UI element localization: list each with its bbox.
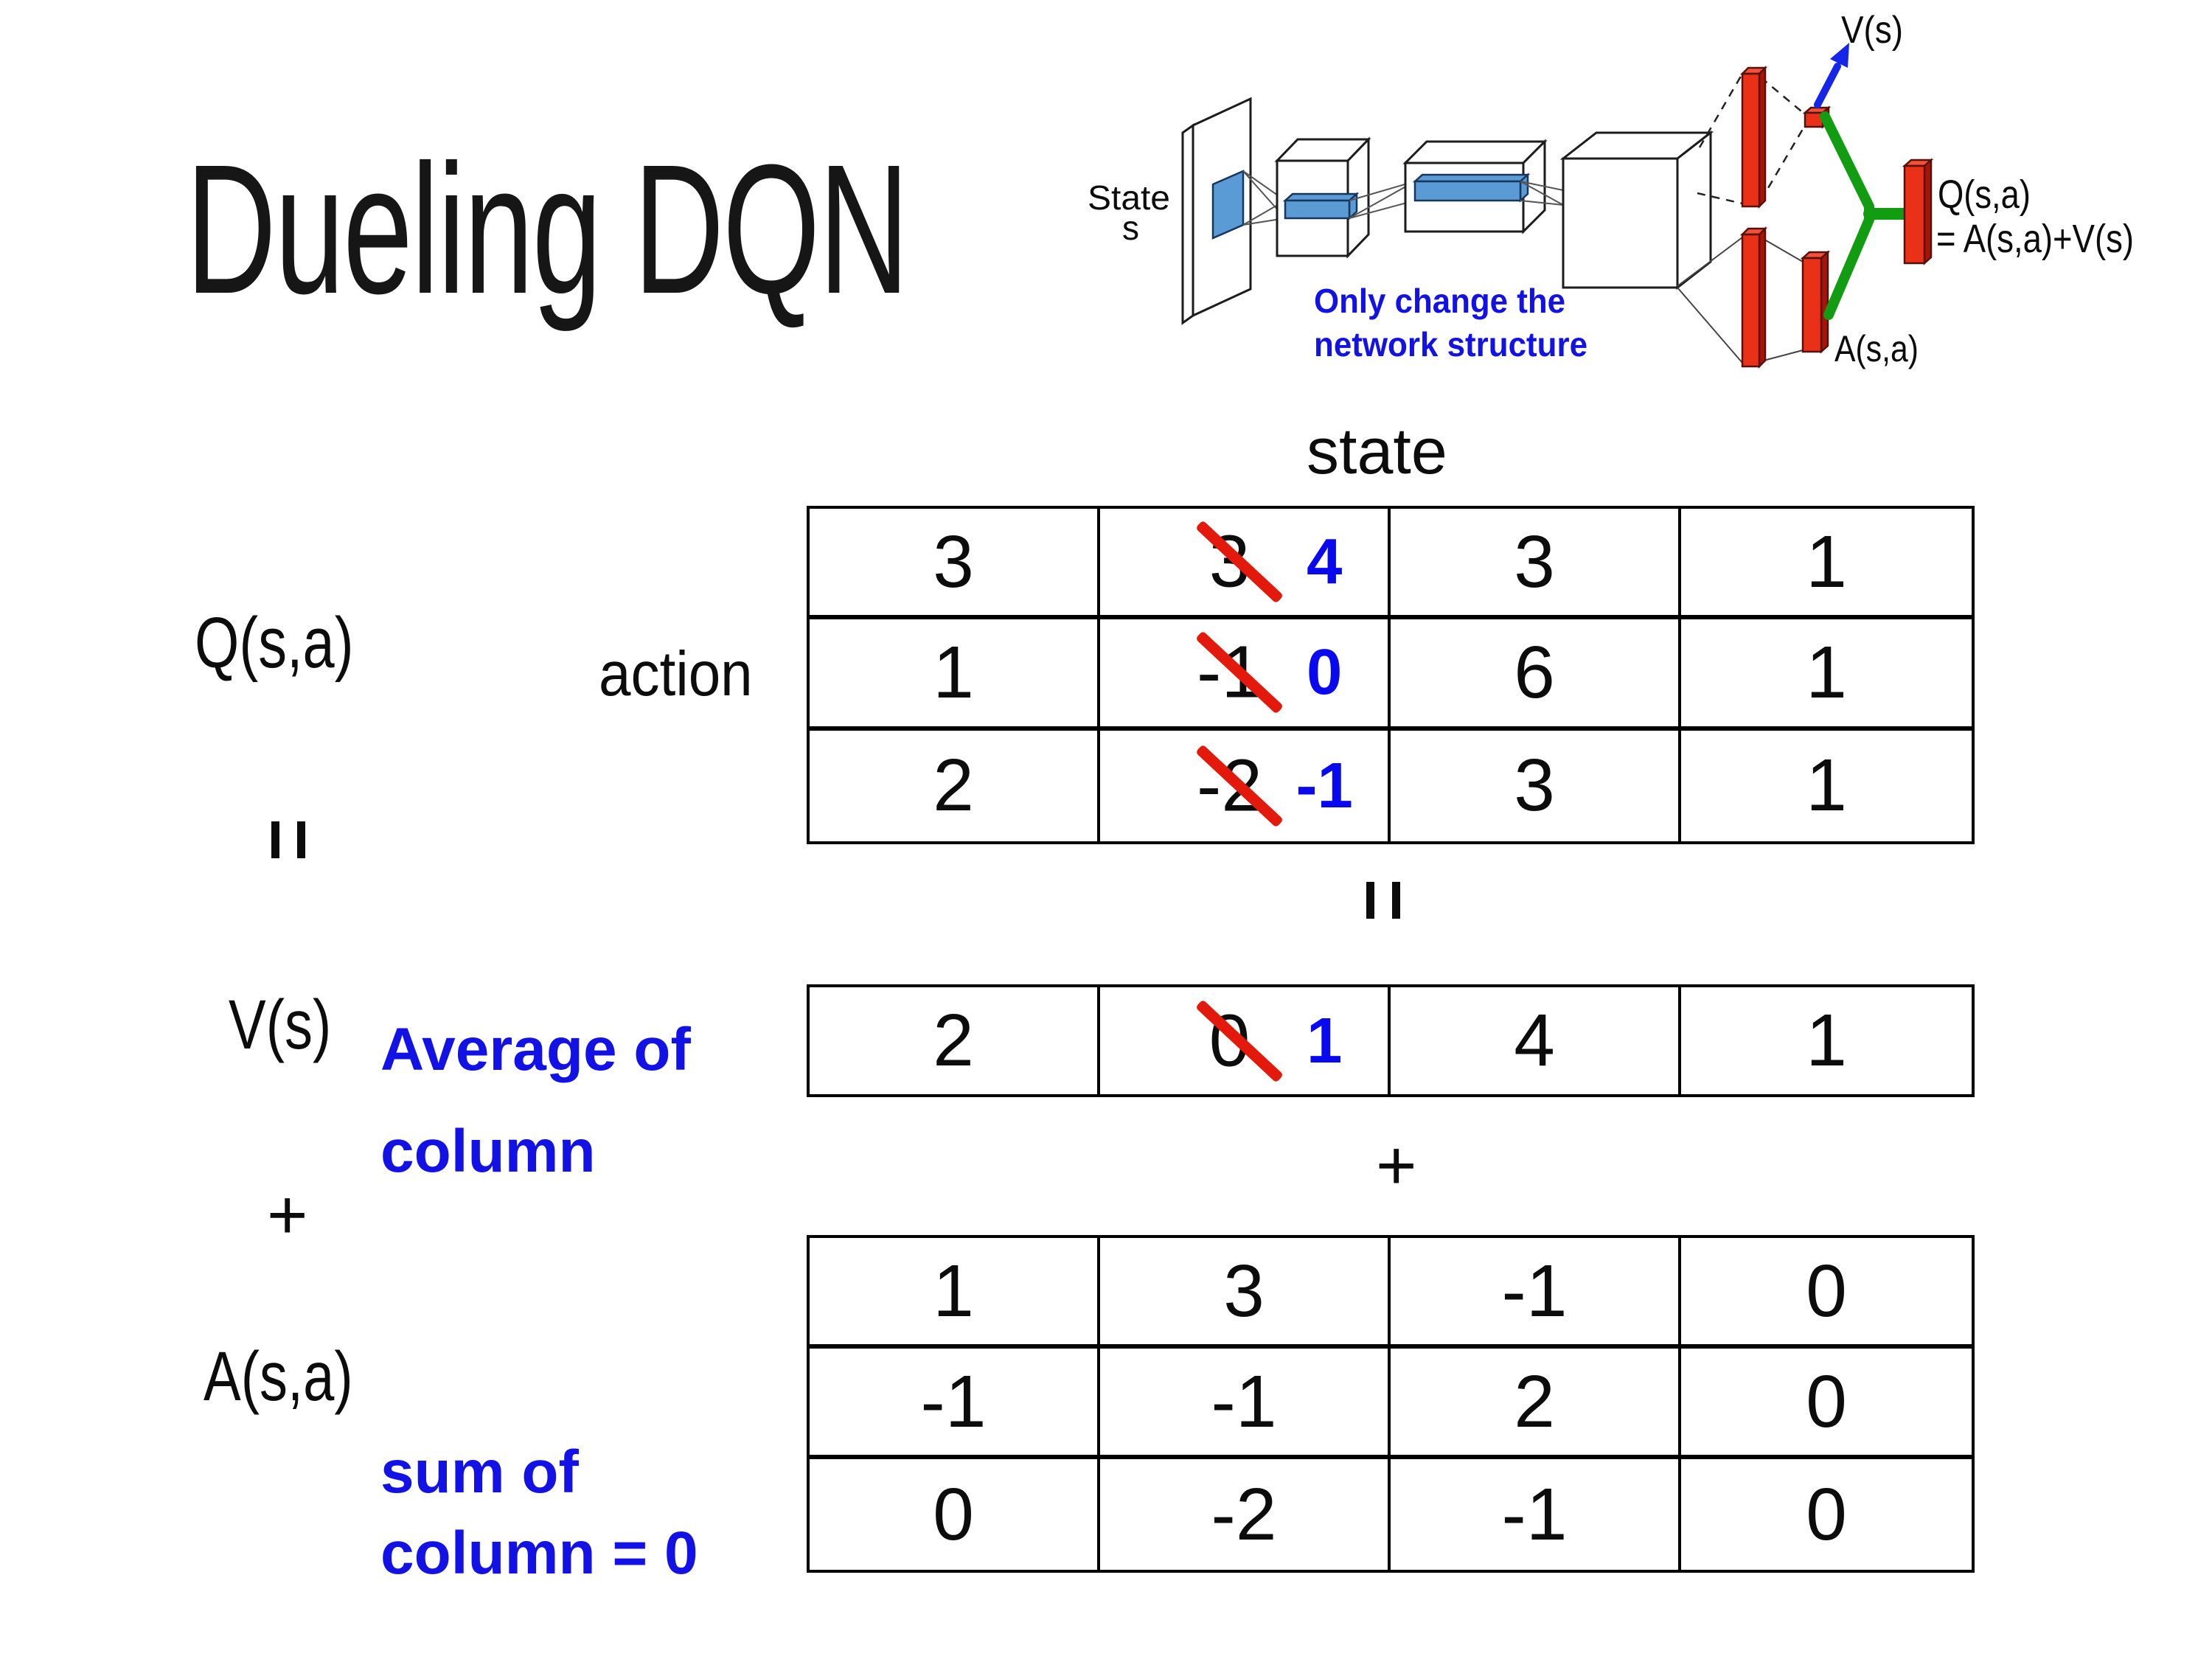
q-cell: 1 — [1681, 509, 1972, 620]
plus-sign-center: + — [1376, 1127, 1417, 1205]
q-cell: 6 — [1391, 619, 1681, 731]
v-cell-corrected: 0 1 — [1100, 987, 1391, 1094]
q-cell: 1 — [810, 619, 1100, 731]
q-cell-corrected: -1 0 — [1100, 619, 1391, 731]
a-table: 1 3 -1 0 -1 -1 2 0 0 -2 -1 0 — [807, 1235, 1975, 1573]
diagram-note-line1: Only change the — [1314, 282, 1565, 320]
advantage-stream-bar — [1741, 233, 1761, 368]
q-cell: 1 — [1806, 744, 1847, 827]
value-arrow-head — [1830, 43, 1849, 68]
a-cell: -1 — [1391, 1459, 1681, 1570]
fan-line — [1520, 181, 1564, 191]
v-cell: 1 — [1806, 999, 1847, 1082]
a-cell: 1 — [810, 1238, 1100, 1349]
fan-line — [1349, 200, 1416, 219]
state-input-label-s: s — [1122, 209, 1139, 247]
a-vector-bar — [1801, 257, 1823, 353]
q-cell-corrected: 3 4 — [1100, 509, 1391, 620]
q-cell: 1 — [1681, 619, 1972, 731]
network-diagram: State s Only change the network structur… — [1088, 9, 2134, 369]
conv-filter-3 — [1413, 180, 1522, 202]
new-value: 4 — [1306, 526, 1343, 598]
a-cell: 0 — [1681, 1238, 1972, 1349]
average-note-line2: column — [380, 1118, 596, 1185]
conv-filter-2-top — [1282, 192, 1360, 202]
equals-rotated-center — [1366, 882, 1400, 919]
conv-filter-2 — [1284, 199, 1351, 220]
new-value: -1 — [1295, 749, 1353, 821]
a-cell: 0 — [1681, 1349, 1972, 1459]
solid-connector — [1760, 237, 1804, 262]
solid-connector — [1760, 349, 1804, 362]
a-output-label: A(s,a) — [1834, 328, 1919, 369]
page-title: Dueling DQN — [186, 126, 909, 332]
sum-note-line2: column = 0 — [380, 1520, 698, 1587]
v-output-label: V(s) — [1841, 9, 1903, 52]
dashed-connector — [1697, 192, 1743, 205]
dashed-connector — [1759, 125, 1806, 201]
q-cell: 3 — [810, 509, 1100, 620]
v-cell: 4 — [1391, 987, 1681, 1094]
q-output-bar — [1903, 164, 1926, 265]
q-function-label: Q(s,a) — [195, 602, 354, 683]
fan-line — [1520, 181, 1564, 206]
merge-connector — [1820, 111, 1874, 320]
q-cell: 3 — [1391, 730, 1681, 841]
sum-note-line1: sum of — [380, 1439, 579, 1506]
a-function-label: A(s,a) — [204, 1338, 353, 1416]
diagram-note-line2: network structure — [1314, 325, 1587, 364]
equals-rotated-left — [271, 821, 305, 858]
input-plate-side — [1181, 123, 1194, 325]
q-output-label-line2: = A(s,a)+V(s) — [1936, 217, 2134, 261]
state-column-header: state — [1307, 414, 1447, 487]
a-cell: 3 — [1100, 1238, 1391, 1349]
new-value: 0 — [1306, 636, 1343, 709]
q-cell-corrected: -2 -1 — [1100, 730, 1391, 841]
a-cell: -1 — [810, 1349, 1100, 1459]
conv-filter-3-top — [1412, 173, 1531, 183]
v-scalar-box — [1804, 111, 1824, 128]
a-cell: 0 — [810, 1459, 1100, 1570]
v-cell: 2 — [810, 987, 1100, 1094]
a-cell: -2 — [1100, 1459, 1391, 1570]
q-output-bar-side — [1923, 158, 1933, 265]
new-value: 1 — [1306, 1004, 1343, 1077]
q-output-label-line1: Q(s,a) — [1938, 173, 2031, 217]
state-input-label: State — [1088, 178, 1170, 217]
solid-connector — [1677, 287, 1743, 364]
dashed-connector — [1760, 77, 1806, 115]
a-vector-bar-side — [1820, 250, 1829, 354]
q-table: 3 3 4 3 1 1 -1 0 6 1 2 -2 -1 3 1 — [807, 506, 1975, 844]
feature-box — [1562, 157, 1679, 289]
value-stream-bar — [1741, 72, 1761, 208]
a-cell: 0 — [1806, 1472, 1847, 1556]
v-table: 2 0 1 4 1 — [807, 984, 1975, 1097]
solid-connector — [1677, 237, 1743, 287]
value-arrow — [1814, 63, 1841, 108]
fan-line — [1349, 181, 1416, 201]
action-row-label: action — [599, 639, 753, 709]
q-cell: 3 — [1391, 509, 1681, 620]
conv-cube-2-top — [1402, 140, 1548, 164]
a-cell: 2 — [1391, 1349, 1681, 1459]
average-note-line1: Average of — [380, 1016, 691, 1083]
v-function-label: V(s) — [229, 986, 332, 1064]
fan-line — [1349, 181, 1416, 219]
a-cell: -1 — [1391, 1238, 1681, 1349]
fan-line — [1520, 200, 1564, 206]
q-cell: 2 — [810, 730, 1100, 841]
a-cell: -1 — [1100, 1349, 1391, 1459]
plus-sign-left: + — [267, 1176, 308, 1254]
